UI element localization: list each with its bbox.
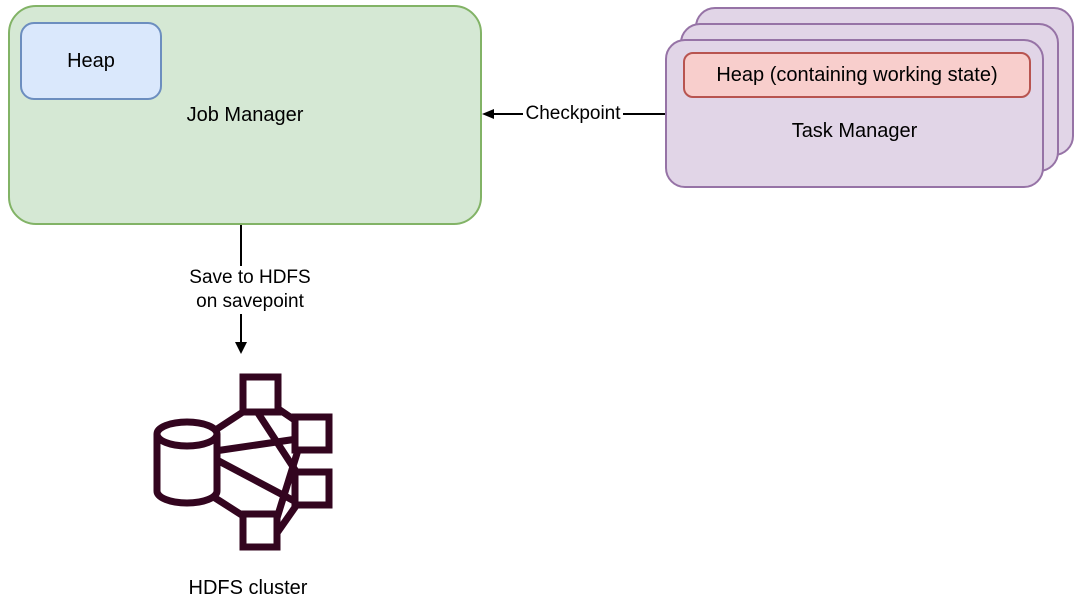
task-manager-label: Task Manager [791, 120, 918, 142]
hdfs-database-cylinder-top-icon [153, 418, 221, 450]
hdfs-link-line [273, 445, 303, 520]
job-manager-heap-node: Heap [20, 22, 162, 100]
hdfs-node-square [291, 468, 333, 509]
hdfs-cluster-icon [153, 373, 333, 551]
task-manager-node: Heap (containing working state) Task Man… [665, 39, 1044, 188]
checkpoint-arrowhead-icon [482, 109, 494, 119]
hdfs-database-cylinder-icon [153, 434, 221, 507]
task-manager-heap-node: Heap (containing working state) [683, 52, 1031, 98]
hdfs-link-line [214, 435, 298, 455]
checkpoint-edge-label: Checkpoint [523, 102, 623, 126]
hdfs-node-square [239, 510, 281, 551]
hdfs-cluster-label: HDFS cluster [188, 577, 308, 599]
savepoint-edge-label-line1: Save to HDFS [189, 267, 311, 288]
task-manager-heap-label: Heap (containing working state) [716, 63, 998, 86]
hdfs-node-square [239, 373, 282, 416]
hdfs-node-square [291, 413, 333, 454]
savepoint-edge-label: Save to HDFS on savepoint [178, 266, 322, 314]
savepoint-arrowhead-icon [235, 342, 247, 354]
job-manager-node: Heap Job Manager [8, 5, 482, 225]
job-manager-heap-label: Heap [67, 49, 115, 72]
savepoint-edge-label-line2: on savepoint [196, 291, 304, 312]
